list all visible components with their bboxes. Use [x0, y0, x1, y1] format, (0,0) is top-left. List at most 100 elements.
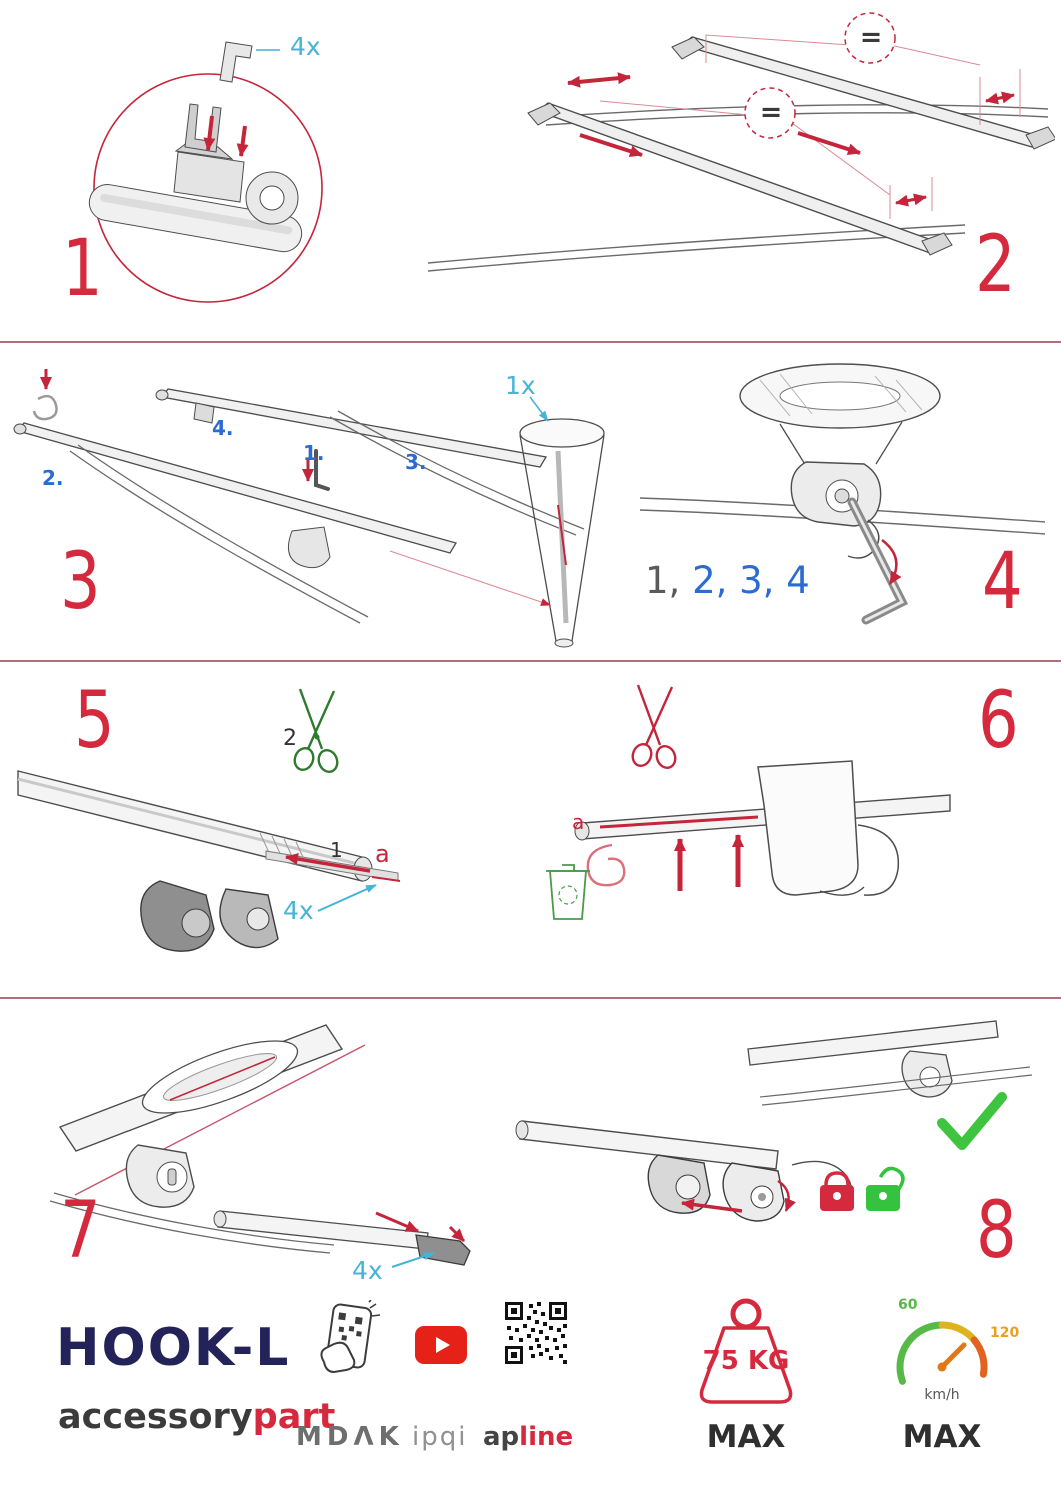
qty-leader-line: [529, 396, 549, 422]
step5-number: 5: [74, 676, 115, 766]
dimension-arrow: [985, 91, 1015, 105]
step2-illustration: [427, 12, 1055, 272]
step2-equals-top: =: [859, 22, 883, 53]
adjust-arrow: [567, 72, 631, 88]
insert-arrow: [285, 853, 371, 873]
step-4: [630, 350, 1055, 655]
qr-code: [503, 1300, 569, 1366]
step4-number: 4: [982, 537, 1023, 627]
step4-illustration: [639, 363, 1046, 625]
dimension-leaders: [599, 34, 1021, 219]
youtube-icon: [415, 1326, 467, 1364]
weight-max-icon: [688, 1298, 804, 1410]
a-underline: [371, 876, 401, 882]
turn-key-arrow: [777, 1179, 797, 1212]
hook-piece: [857, 824, 900, 896]
step7-number: 7: [60, 1186, 101, 1276]
product-name: HOOK-L: [56, 1318, 291, 1378]
insert-arrow: [203, 115, 216, 151]
speed-unit-label: km/h: [924, 1387, 960, 1403]
section-divider: [0, 341, 1061, 343]
logo-mdak: MDΛK: [296, 1422, 404, 1452]
step-5: [10, 675, 460, 995]
step-8: [510, 1005, 1055, 1300]
adjust-arrow: [797, 131, 861, 156]
qty-leader-line: [391, 1252, 435, 1268]
funnel-body: [519, 434, 605, 642]
weight-value: 75 KG: [702, 1346, 790, 1376]
strip-to-cut: [599, 815, 759, 829]
step-6: [520, 675, 1055, 995]
crossbar-top: [747, 1020, 999, 1066]
step1-illustration: [88, 41, 323, 303]
brand-part: part: [252, 1397, 336, 1437]
magnifier-circle: [93, 73, 323, 303]
allen-key: [314, 449, 330, 491]
qty-leader-line: [317, 884, 377, 912]
step3-label-1: 1.: [303, 441, 325, 465]
roof-rails: [427, 104, 1049, 272]
checkmark-icon: [937, 1092, 1007, 1150]
scissors-icon: [293, 688, 339, 773]
clamp: [287, 526, 331, 569]
section-divider: [0, 660, 1061, 662]
step-3: [10, 355, 620, 655]
brand-accessory: accessory: [58, 1397, 253, 1437]
step3-qty-label: 1x: [505, 371, 536, 400]
lock-open-icon: [866, 1166, 905, 1211]
step3-label-4: 4.: [212, 416, 234, 440]
adjust-arrow: [579, 133, 643, 158]
step5-scissors-label: 2: [283, 726, 297, 751]
step2-number: 2: [975, 220, 1016, 310]
logo-line: line: [519, 1422, 574, 1452]
step1-qty-label: 4x: [290, 32, 321, 61]
front-crossbar: [536, 102, 942, 254]
rotate-arrow: [881, 539, 902, 585]
insert-arrow: [448, 1225, 466, 1243]
roof-rail: [759, 1066, 1031, 1098]
step-2: [420, 5, 1055, 325]
step6-illustration: [546, 684, 951, 920]
logo-ap: ap: [483, 1422, 520, 1452]
logo-ipqi: ipqi: [412, 1422, 468, 1452]
step3-label-3: 3.: [405, 450, 427, 474]
step8-number: 8: [976, 1186, 1017, 1276]
speedometer-icon: [882, 1295, 1002, 1405]
step-7: [20, 1005, 520, 1300]
strip-in-slot: [169, 1056, 276, 1101]
step1-number: 1: [62, 224, 103, 314]
logo-apline: apline: [483, 1424, 573, 1450]
step6-number: 6: [978, 676, 1019, 766]
equal-circle: [744, 87, 796, 139]
slide-arrow: [681, 1198, 743, 1213]
foot-bracket: [757, 760, 859, 896]
step5-qty-label: 4x: [283, 896, 314, 925]
section-divider: [0, 997, 1061, 999]
step5-illustration: [17, 688, 401, 952]
lock-closed-icon: [820, 1171, 854, 1211]
speed-low-label: 60: [898, 1297, 918, 1313]
roof-rails: [69, 410, 585, 624]
step7-qty-label: 4x: [352, 1256, 383, 1285]
funnel-top: [519, 418, 605, 448]
step-1: [40, 20, 360, 320]
step3-label-2: 2.: [42, 466, 64, 490]
curled-strip: [586, 843, 626, 887]
dimension-arrow: [895, 193, 927, 207]
curled-strip: [32, 394, 58, 421]
step2-equals-mid: =: [759, 97, 783, 128]
leader-line: [389, 550, 551, 606]
step4-seq-gray: 1,: [645, 559, 681, 602]
speed-high-label: 120: [990, 1325, 1020, 1341]
brand-logo: accessorypart: [58, 1400, 335, 1435]
step3-illustration: [13, 369, 605, 648]
step5-strip-label: 1: [330, 838, 343, 862]
insert-arrow: [375, 1211, 419, 1233]
alignment-line: [74, 1044, 366, 1196]
equal-circle: [844, 12, 896, 64]
weight-max-label: MAX: [706, 1419, 786, 1455]
step6-a-label: a: [572, 810, 585, 834]
roof-rail: [49, 1200, 331, 1254]
crossbar-main: [519, 1120, 779, 1170]
